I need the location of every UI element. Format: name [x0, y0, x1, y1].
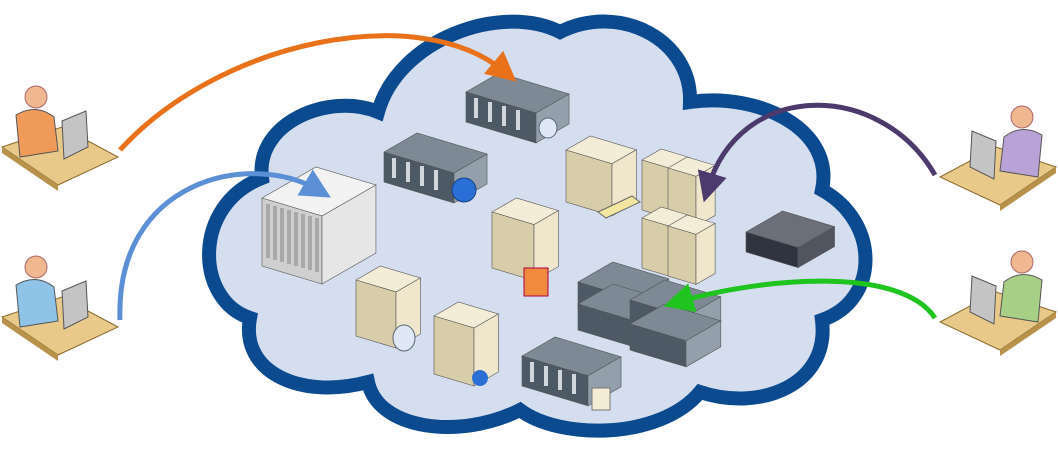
- body-icon: [15, 279, 59, 328]
- arrow-green: [663, 278, 938, 320]
- head-icon: [1010, 250, 1034, 274]
- monitor-icon: [969, 275, 997, 325]
- tower-server-firewall-icon: [491, 197, 560, 297]
- rack-server-database-icon: [465, 72, 570, 144]
- tower-server-web-icon: [433, 301, 500, 387]
- server-cluster-icon: [641, 148, 716, 285]
- monitor-icon: [61, 280, 89, 330]
- tower-server-network-card-icon: [597, 195, 641, 219]
- head-icon: [1010, 105, 1034, 129]
- monitor-icon: [61, 110, 89, 160]
- globe-icon: [472, 370, 488, 386]
- appliance-box-icon: [745, 210, 836, 269]
- user-purple-workstation: [938, 105, 1058, 211]
- document-icon: [591, 387, 611, 411]
- body-icon: [15, 109, 59, 158]
- user-orange-workstation: [0, 85, 120, 191]
- arrow-orange: [118, 33, 517, 152]
- rack-server-document-icon: [521, 336, 622, 411]
- body-icon: [999, 129, 1043, 178]
- arrow-purple: [697, 102, 938, 203]
- database-icon: [392, 324, 416, 352]
- monitor-icon: [969, 130, 997, 180]
- database-icon: [538, 117, 558, 139]
- user-blue-workstation: [0, 255, 120, 361]
- head-icon: [24, 255, 48, 279]
- rack-server-web-icon: [383, 132, 488, 204]
- arrow-blue: [117, 169, 331, 321]
- body-icon: [999, 274, 1043, 323]
- tower-server-database-icon: [355, 265, 422, 352]
- rack-server-stack-icon: [577, 261, 722, 368]
- globe-icon: [451, 177, 477, 203]
- firewall-icon: [523, 267, 549, 297]
- head-icon: [24, 85, 48, 109]
- user-green-workstation: [938, 250, 1058, 356]
